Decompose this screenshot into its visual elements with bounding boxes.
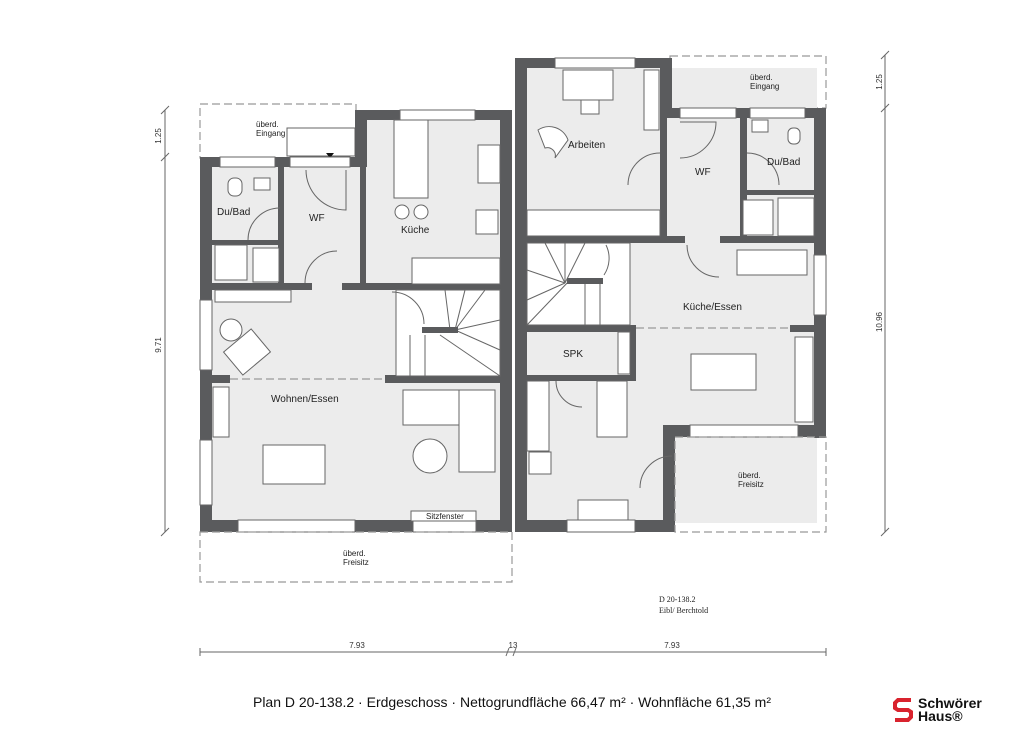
room-label: Wohnen/Essen — [271, 394, 339, 405]
logo-text: Haus® — [918, 708, 963, 724]
plan-caption: Plan D 20-138.2 · Erdgeschoss · Nettogru… — [252, 694, 771, 710]
terrace-label: überd. — [738, 471, 761, 480]
terrace-label: überd. — [343, 549, 366, 558]
terrace-label: Freisitz — [343, 558, 369, 567]
left-unit — [199, 103, 513, 583]
entrance-label: Eingang — [256, 129, 285, 138]
room-label: WF — [695, 167, 711, 178]
logo-s-icon — [893, 698, 913, 722]
dimension-label: 7.93 — [664, 641, 680, 650]
dimension-label: 13 — [509, 641, 518, 650]
room-label: WF — [309, 213, 325, 224]
covered-terrace-left — [199, 531, 513, 583]
plan-code: D 20-138.2 — [659, 595, 695, 604]
room-label: Du/Bad — [217, 207, 250, 218]
room-label: Sitzfenster — [426, 512, 464, 521]
room-label: Du/Bad — [767, 157, 800, 168]
room-label: Küche — [401, 225, 430, 236]
dimension-label: 7.93 — [349, 641, 365, 650]
dimension-label: 10.96 — [875, 311, 884, 332]
right-unit — [515, 55, 827, 533]
covered-terrace-right — [674, 436, 827, 533]
dimension-label: 1.25 — [154, 128, 163, 144]
logo-text: Schwörer — [918, 695, 982, 711]
room-label: Arbeiten — [568, 140, 605, 151]
dimension-lines — [160, 50, 890, 657]
entrance-canopy-left — [286, 127, 356, 157]
entrance-label: überd. — [750, 73, 773, 82]
entrance-label: Eingang — [750, 82, 779, 91]
entrance-label: überd. — [256, 120, 279, 129]
terrace-label: Freisitz — [738, 480, 764, 489]
dimension-label: 9.71 — [154, 337, 163, 353]
plan-authors: Eibl/ Berchtold — [659, 606, 708, 615]
room-label: Küche/Essen — [683, 302, 742, 313]
entrance-arrow-icon — [326, 153, 334, 158]
room-label: SPK — [563, 349, 583, 360]
dimension-label: 1.25 — [875, 74, 884, 90]
